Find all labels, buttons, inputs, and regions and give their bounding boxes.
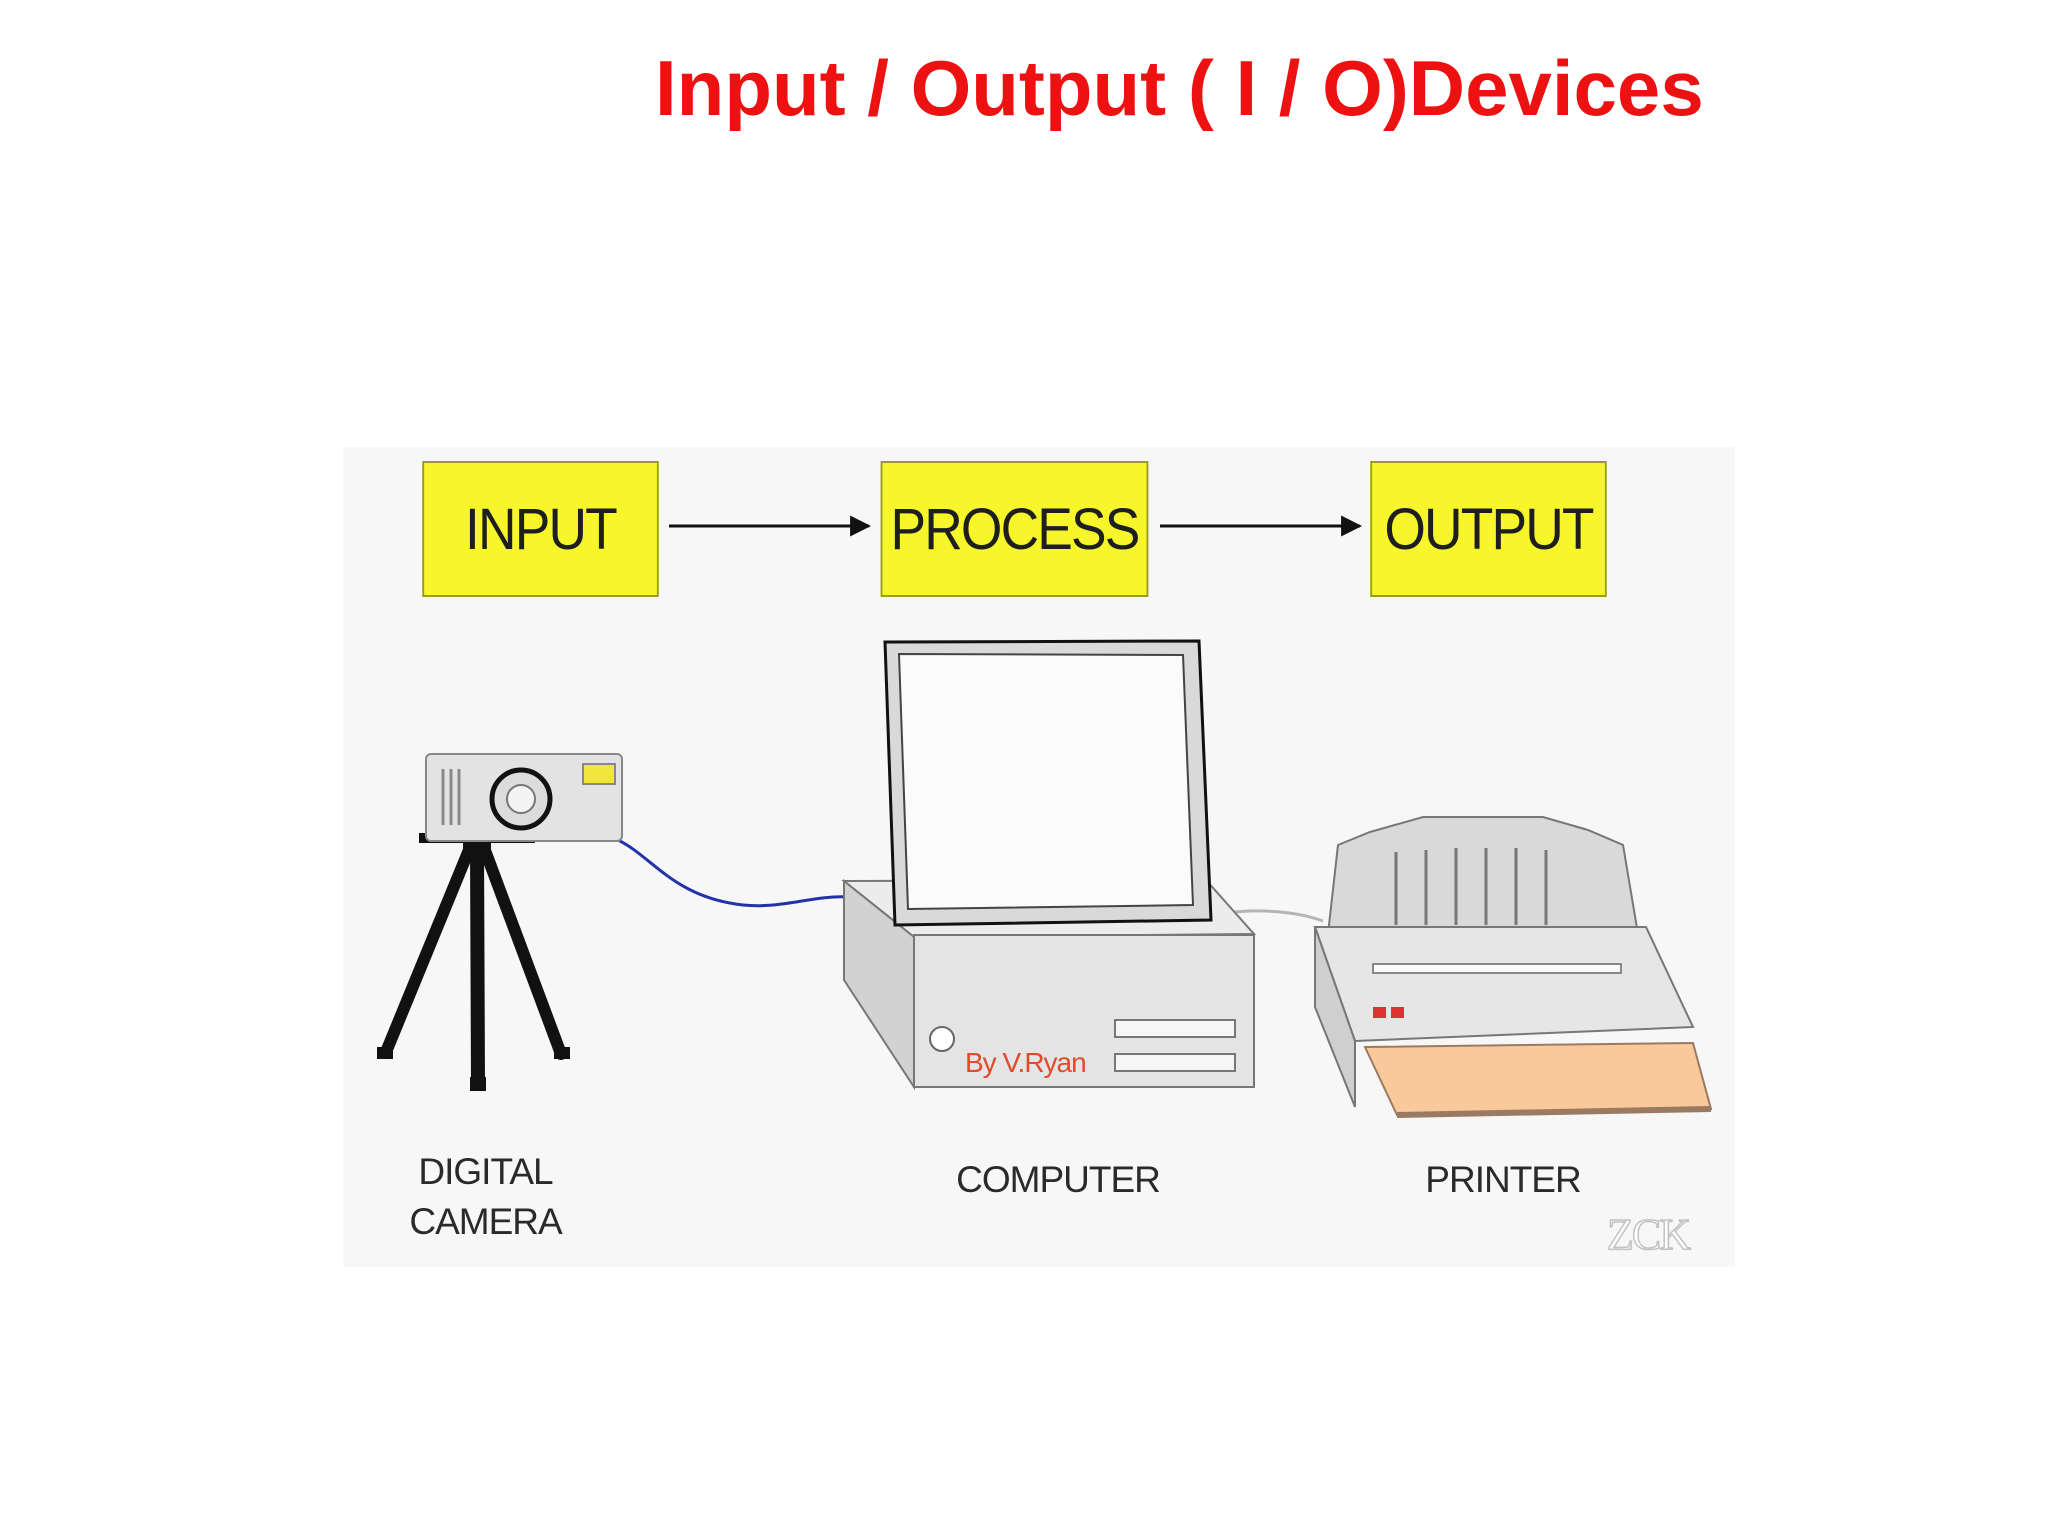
- output-box: OUTPUT: [1370, 461, 1607, 597]
- io-diagram: INPUT PROCESS OUTPUT DIGITAL CAMERA COMP…: [343, 447, 1735, 1267]
- diagram-art: [377, 515, 1713, 1118]
- camera-label-line1: DIGITAL: [418, 1151, 553, 1192]
- computer-illustration: [841, 639, 1257, 1091]
- printer-label: PRINTER: [1425, 1159, 1581, 1200]
- computer-label: COMPUTER: [956, 1159, 1161, 1200]
- author-credit: By V.Ryan: [965, 1047, 1087, 1078]
- camera-label-line2: CAMERA: [409, 1201, 562, 1242]
- watermark: ZCK: [1606, 1209, 1692, 1260]
- process-box: PROCESS: [880, 461, 1149, 597]
- page-title: Input / Output ( I / O)Devices: [655, 44, 1704, 132]
- digital-camera-illustration: [377, 753, 623, 1091]
- printer-illustration: [1313, 816, 1713, 1118]
- camera-label: DIGITAL CAMERA: [393, 1147, 578, 1247]
- camera-cable: [617, 838, 850, 908]
- input-box: INPUT: [422, 461, 659, 597]
